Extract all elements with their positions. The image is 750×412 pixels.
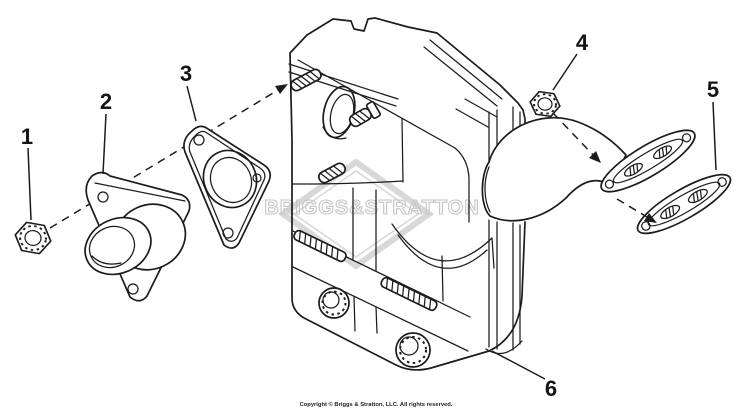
part-5-outlet-gasket <box>636 173 732 235</box>
part-2-bore <box>88 225 136 269</box>
boss-shading <box>399 336 427 364</box>
cross-arm-hatch-strip-left <box>293 229 347 263</box>
part-4-nut-shading <box>533 93 557 115</box>
callout-label-3: 3 <box>180 61 192 86</box>
part-6-muffler-body <box>288 17 526 371</box>
muffler-chamfer-accents <box>455 98 498 128</box>
leader-line-3 <box>186 85 197 122</box>
elbow-body <box>481 116 627 222</box>
leader-line-1 <box>27 147 32 221</box>
muffler-vertical-rib <box>352 187 378 334</box>
muffler-recess-curve <box>391 223 495 269</box>
part-3-port-hole-inner <box>209 156 253 204</box>
muffler-lower-crease <box>441 255 444 302</box>
copyright-notice: Copyright © Briggs & Stratton, LLC. All … <box>300 401 453 408</box>
gasket-slots <box>660 188 708 220</box>
muffler-right-crease <box>454 147 470 223</box>
part-3-outline <box>183 125 272 249</box>
gasket-bolt-hole-right <box>717 177 727 187</box>
part-3-inner-outline <box>188 130 266 242</box>
arrowhead-flange <box>589 151 601 163</box>
callout-label-2: 2 <box>100 89 112 114</box>
leader-line-5 <box>712 101 717 171</box>
bolt-hatch <box>292 71 320 89</box>
cross-arm-hatch-strip-right <box>380 276 438 312</box>
dashed-line-nut-to-flange <box>552 112 598 160</box>
muffler-boss-left <box>318 287 350 319</box>
arrowhead-gasket <box>644 213 657 223</box>
gasket-bolt-hole-left <box>641 221 651 231</box>
exhaust-elbow-pipe <box>481 116 627 222</box>
part-3-bolt-hole-bottom <box>222 227 234 239</box>
bolt-hatch <box>320 166 343 181</box>
elbow-inner-edge <box>484 166 491 213</box>
part-3-port-hole <box>202 149 258 209</box>
assembly-axis-right <box>552 112 657 223</box>
flange-bolt-hole-left <box>604 179 615 189</box>
part-3-gasket <box>183 125 272 249</box>
gasket-outline <box>636 173 732 235</box>
part-1-nut-shading <box>19 225 47 251</box>
part-2-plate-edge <box>94 182 186 202</box>
boss-outer <box>395 332 431 368</box>
muffler-bolt-top-left <box>290 68 322 92</box>
strip-body <box>293 229 347 263</box>
muffler-top-crease <box>297 59 456 149</box>
screw-hatch <box>351 111 370 124</box>
muffler-top-band <box>423 39 503 107</box>
muffler-silhouette <box>289 17 526 371</box>
part-1-nut-bore <box>24 230 42 246</box>
callout-label-4: 4 <box>576 30 589 55</box>
part-2-bore-shadow <box>91 255 122 265</box>
boss-shading <box>321 290 347 316</box>
part-4-nut-bore <box>537 97 553 111</box>
muffler-boss-bottom <box>395 332 431 368</box>
part-4-hex-nut <box>529 90 561 118</box>
dashed-line-flange-to-gasket <box>616 198 653 221</box>
watermark-text: BRIGGS&STRATTON <box>264 197 479 219</box>
strip-hatch <box>298 231 339 260</box>
muffler-panel-seam <box>292 118 404 185</box>
exhaust-outlet-flange <box>600 129 696 193</box>
flange-slots <box>623 145 673 177</box>
part-2-pipe-flange-adapter <box>84 171 191 302</box>
callout-label-1: 1 <box>21 124 33 149</box>
part-1-hex-nut <box>14 221 52 255</box>
callout-label-5: 5 <box>707 77 719 102</box>
strip-hatch <box>385 278 432 310</box>
part-3-bolt-hole-right <box>252 173 262 183</box>
gasket-inner <box>647 181 721 227</box>
leader-line-6 <box>491 350 546 380</box>
boss-bore <box>322 291 340 309</box>
screw-head <box>365 100 381 120</box>
boss-bore <box>399 336 419 356</box>
part-2-bolt-hole-top <box>97 191 109 203</box>
muffler-oval-shadow <box>322 126 347 140</box>
flange-inner <box>612 138 684 184</box>
muffler-screw-right-of-port <box>348 100 381 128</box>
muffler-bolt-mid-left <box>317 162 347 184</box>
callouts: 1 2 3 4 5 6 <box>21 30 719 401</box>
brand-watermark: BRIGGS&STRATTON <box>264 158 479 270</box>
flange-bolt-hole-right <box>681 133 692 143</box>
arrowhead-left <box>275 84 288 94</box>
part-2-tube <box>84 216 152 276</box>
leader-line-2 <box>102 113 107 175</box>
leader-line-4 <box>552 53 578 91</box>
part-3-bolt-hole-top <box>193 134 205 146</box>
part-2-bolt-hole-bottom <box>127 283 139 295</box>
boss-outer <box>318 287 350 319</box>
flange-outline <box>600 129 696 193</box>
callout-label-6: 6 <box>545 376 557 401</box>
watermark-diamond-inner <box>292 170 420 258</box>
